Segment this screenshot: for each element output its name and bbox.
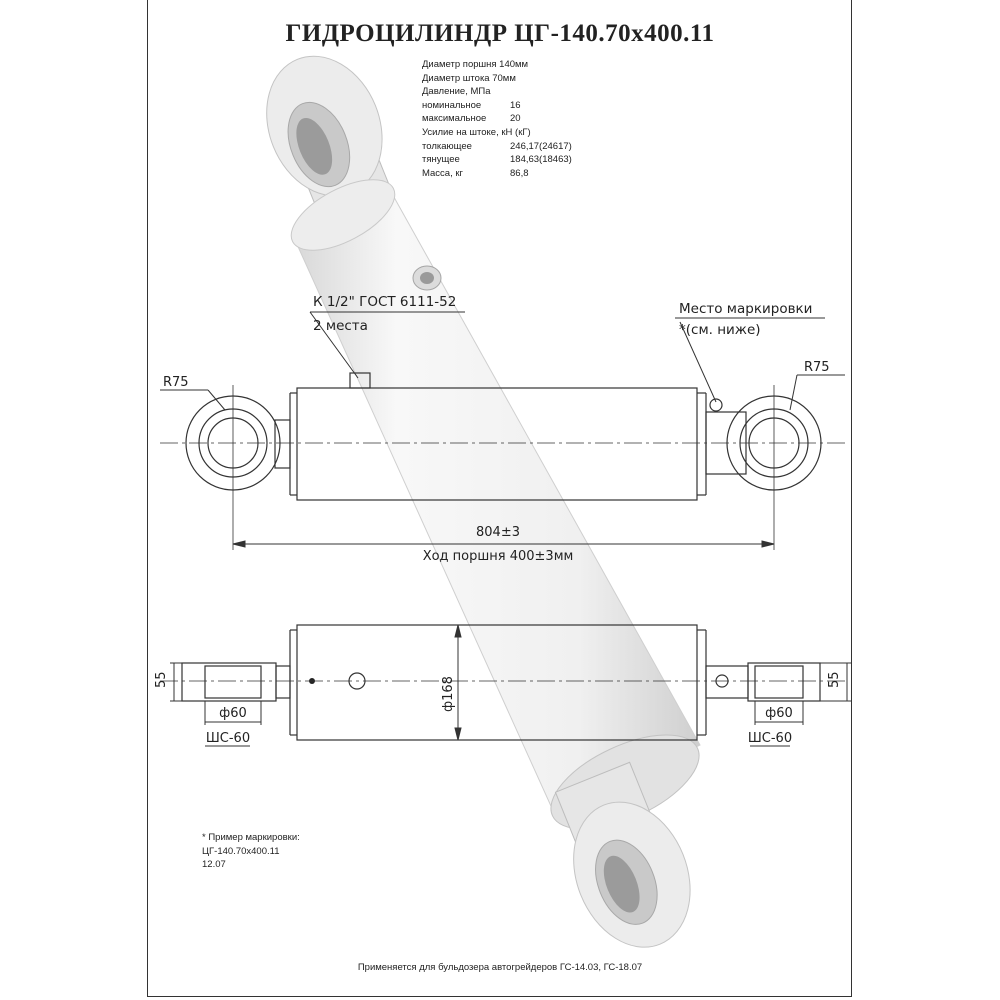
drawing-frame [147, 0, 852, 997]
spec-row: Давление, МПа [422, 85, 531, 99]
marking-example-line: 12.07 [202, 859, 226, 870]
spec-row: Усилие на штоке, кН (кГ) [422, 126, 531, 140]
spec-label: тянущее [422, 154, 460, 166]
spec-row: Диаметр поршня 140мм [422, 58, 531, 72]
spec-value: 184,63(18463) [510, 154, 572, 166]
port-leader [309, 311, 465, 379]
marking-example: * Пример маркировки: ЦГ-140.70х400.11 12… [202, 831, 300, 872]
spec-label: Усилие на штоке, кН (кГ) [422, 126, 531, 138]
spec-row: номинальное 16 [422, 99, 531, 113]
marking-place-label: Место маркировки [679, 301, 812, 317]
spec-label: Давление, МПа [422, 86, 491, 98]
spec-row: максимальное 20 [422, 112, 531, 126]
eye-width-right-label: 55 [827, 671, 842, 688]
spec-value: 16 [510, 99, 521, 111]
spec-label: номинальное [422, 99, 482, 111]
radius-right-label: R75 [804, 360, 830, 375]
length-label: 804±3 [476, 525, 520, 540]
spec-label: Диаметр поршня 140мм [422, 59, 529, 70]
diameter-dimension [454, 624, 462, 741]
spec-label: толкающее [422, 140, 472, 152]
eye-width-dimensions [170, 662, 852, 702]
marking-example-line: ЦГ-140.70х400.11 [202, 845, 280, 857]
stroke-label: Ход поршня 400±3мм [423, 549, 574, 564]
spec-label: максимальное [422, 113, 487, 125]
bearing-left-label: ШС-60 [206, 731, 250, 746]
application-note: Применяется для бульдозера автогрейдеров… [357, 962, 643, 973]
spec-row: тянущее 184,63(18463) [422, 153, 572, 167]
bottom-eye-3d [554, 761, 691, 948]
spec-value: 86,8 [510, 167, 529, 179]
body-diameter-label: ф168 [441, 676, 456, 712]
marking-example-heading: * Пример маркировки: [202, 832, 300, 843]
bore-right-label: ф60 [765, 706, 793, 721]
eye-width-left-label: 55 [154, 671, 169, 688]
cylinder-3d-render [266, 55, 701, 948]
radius-left-label: R75 [163, 375, 189, 390]
marking-leader [675, 317, 825, 403]
bearing-right-label: ШС-60 [748, 731, 792, 746]
port-count-label: 2 места [313, 318, 368, 334]
bore-left-label: ф60 [219, 706, 247, 721]
spec-row: Масса, кг 86,8 [422, 167, 531, 181]
bore-dimensions [204, 701, 804, 747]
length-dimension [232, 540, 775, 548]
radius-leaders [160, 374, 845, 411]
spec-value: 20 [510, 113, 521, 125]
top-view [181, 624, 821, 741]
spec-value: 246,17(24617) [510, 140, 572, 152]
port-thread-label: К 1/2" ГОСТ 6111-52 [313, 294, 456, 310]
spec-label: Масса, кг [422, 167, 463, 179]
drawing-title: ГИДРОЦИЛИНДР ЦГ-140.70х400.11 [285, 20, 715, 47]
spec-label: Диаметр штока 70мм [422, 72, 516, 84]
spec-row: толкающее 246,17(24617) [422, 140, 572, 154]
spec-table: Диаметр поршня 140мм Диаметр штока 70мм … [422, 58, 572, 181]
spec-row: Диаметр штока 70мм [422, 72, 531, 86]
marking-ref-label: *(см. ниже) [679, 322, 761, 338]
